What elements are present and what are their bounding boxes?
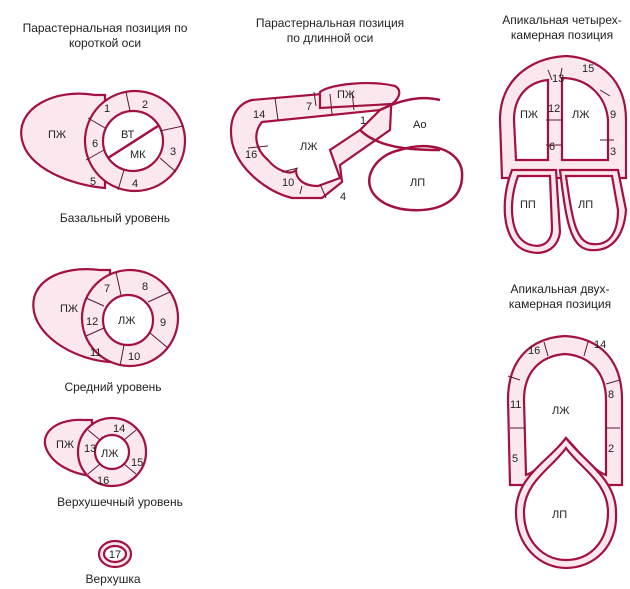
plax-title-line1: Парастернальная позиция: [256, 16, 404, 30]
apex-seg-17: 17: [109, 549, 121, 561]
a4c-ra-label: ПП: [520, 199, 536, 211]
apical-level-label: Верхушечный уровень: [57, 495, 183, 509]
psax-mid: ПЖ ЛЖ 7 8 9 10 11 12 Средний уровень: [33, 269, 178, 394]
a4c-view: ПЖ ЛЖ ПП ЛП 15 13 12 6 9 3: [500, 56, 626, 253]
a2c-title: Апикальная двух- камерная позиция: [509, 282, 611, 311]
plax-seg-14: 14: [253, 109, 265, 121]
plax-seg-16: 16: [245, 149, 257, 161]
mid-level-label: Средний уровень: [64, 380, 161, 394]
psax-title-line2: короткой оси: [69, 36, 141, 50]
a4c-title-line1: Апикальная четырех-: [502, 13, 622, 27]
a4c-seg-9: 9: [610, 109, 616, 121]
mid-seg-10: 10: [128, 351, 140, 363]
mid-seg-7: 7: [104, 283, 110, 295]
a2c-seg-14: 14: [594, 339, 606, 351]
mid-seg-11: 11: [90, 347, 101, 359]
mid-rv-label: ПЖ: [60, 303, 78, 315]
plax-seg-10: 10: [282, 177, 294, 189]
basal-rv-label: ПЖ: [48, 129, 66, 141]
plax-title-line2: по длинной оси: [287, 31, 374, 45]
apical-seg-14: 14: [113, 423, 125, 435]
apical-lv-label: ЛЖ: [101, 448, 118, 460]
apical-rv-label: ПЖ: [56, 439, 74, 451]
basal-seg-4: 4: [132, 178, 138, 190]
a2c-view: ЛЖ ЛП 16 14 11 8 5 2: [508, 336, 622, 568]
a2c-title-line2: камерная позиция: [509, 297, 611, 311]
plax-ao-label: Ао: [413, 119, 426, 131]
a4c-title: Апикальная четырех- камерная позиция: [502, 13, 622, 42]
basal-level-label: Базальный уровень: [60, 211, 170, 225]
plax-seg-1: 1: [360, 115, 366, 127]
psax-title: Парастернальная позиция по короткой оси: [23, 21, 188, 50]
mid-seg-8: 8: [142, 281, 148, 293]
plax-seg-7: 7: [306, 101, 312, 113]
a4c-seg-12: 12: [548, 103, 560, 115]
a4c-seg-6: 6: [549, 141, 555, 153]
basal-seg-1: 1: [104, 103, 110, 115]
a2c-seg-8: 8: [608, 389, 614, 401]
a4c-lv-label: ЛЖ: [572, 109, 589, 121]
mid-seg-12: 12: [86, 316, 98, 328]
a2c-seg-5: 5: [512, 453, 518, 465]
a4c-seg-13: 13: [552, 73, 564, 85]
basal-seg-2: 2: [142, 99, 148, 111]
psax-basal: ПЖ ВТ МК 1 2 3 4 5 6 Базальный уровень: [21, 91, 185, 225]
plax-la-label: ЛП: [410, 177, 425, 189]
a4c-title-line2: камерная позиция: [511, 28, 613, 42]
plax-seg-4: 4: [340, 191, 346, 203]
a2c-seg-2: 2: [608, 443, 614, 455]
a2c-la-label: ЛП: [552, 509, 567, 521]
a2c-lv-label: ЛЖ: [552, 405, 569, 417]
basal-seg-5: 5: [90, 176, 96, 188]
basal-valve-top-label: ВТ: [121, 129, 135, 141]
psax-apical: ПЖ ЛЖ 14 15 16 13 Верхушечный уровень: [45, 418, 183, 509]
a2c-title-line1: Апикальная двух-: [511, 282, 610, 296]
plax-rv-wall: [320, 83, 399, 108]
apical-seg-16: 16: [97, 475, 109, 487]
a4c-la-label: ЛП: [578, 199, 593, 211]
plax-title: Парастернальная позиция по длинной оси: [256, 16, 404, 45]
plax-view: ПЖ ЛЖ Ао ЛП 14 7 1 16 10 4: [231, 83, 462, 210]
plax-rv-label: ПЖ: [337, 89, 355, 101]
apex-level-label: Верхушка: [85, 572, 140, 586]
psax-apex: 17 Верхушка: [85, 541, 140, 586]
basal-seg-6: 6: [92, 138, 98, 150]
a4c-seg-3: 3: [610, 146, 616, 158]
basal-seg-3: 3: [170, 146, 176, 158]
plax-lv-label: ЛЖ: [300, 141, 317, 153]
a2c-seg-11: 11: [510, 399, 521, 411]
apical-seg-15: 15: [131, 457, 143, 469]
psax-title-line1: Парастернальная позиция по: [23, 21, 188, 35]
basal-mv-label: МК: [130, 149, 146, 161]
mid-seg-9: 9: [160, 317, 166, 329]
a4c-rv-label: ПЖ: [520, 109, 538, 121]
mid-lv-label: ЛЖ: [118, 315, 135, 327]
a4c-seg-15: 15: [582, 63, 594, 75]
a2c-seg-16: 16: [528, 345, 540, 357]
apical-seg-13: 13: [84, 443, 96, 455]
